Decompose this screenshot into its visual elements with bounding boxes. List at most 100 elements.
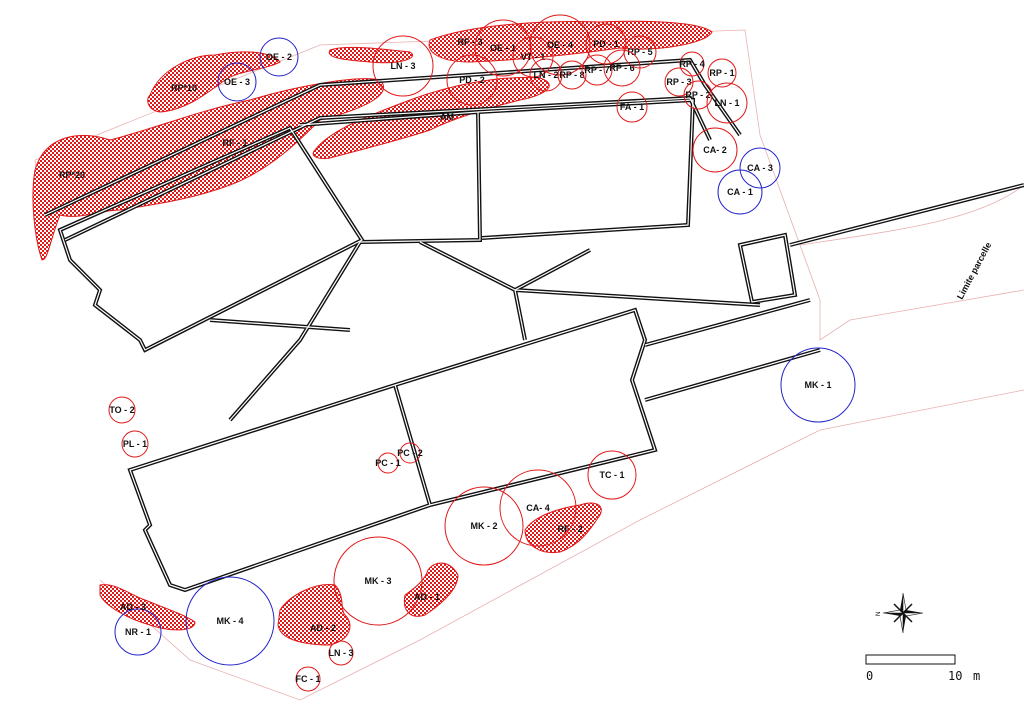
tree-label: PL - 1 [123, 439, 147, 449]
tree-label: CA- 2 [703, 145, 727, 155]
tree-label: RP - 5 [627, 47, 652, 57]
building-inner-lines [44, 59, 1024, 591]
tree-label: LN - 1 [714, 98, 739, 108]
scale-start: 0 [866, 669, 873, 683]
tree-marker: LN - 3 [372, 35, 434, 97]
tree-canopy-circle [372, 35, 434, 97]
tree-canopy-circle [185, 576, 275, 666]
tree-label: MK - 2 [471, 521, 498, 531]
tree-canopy-circle [692, 127, 738, 173]
tree-label: VT - 1 [521, 52, 546, 62]
tree-label: FC - 1 [295, 674, 320, 684]
tree-marker: MK - 3 [333, 536, 423, 626]
tree-label: TC - 1 [599, 470, 624, 480]
parcel-label: Limite parcelle [955, 241, 993, 301]
tree-marker: NR - 1 [114, 608, 162, 656]
tree-label: NR - 1 [125, 627, 151, 637]
tree-marker: OE - 3 [217, 62, 257, 102]
north-arrow-icon: N [876, 592, 924, 634]
vegetation-zone-label: AD - 1 [414, 592, 440, 602]
tree-marker: RP - 7 [581, 54, 613, 86]
tree-canopy-circle [616, 91, 648, 123]
scale-unit: m [973, 669, 980, 683]
tree-marker: FC - 1 [295, 666, 321, 692]
tree-label: TO - 2 [109, 405, 134, 415]
tree-marker: VT - 1 [512, 36, 554, 78]
vegetation-zone-label: RP*10 [171, 83, 197, 93]
compass-north-letter: N [876, 612, 882, 616]
tree-canopy-circle [717, 169, 763, 215]
tree-label: FA - 1 [620, 102, 644, 112]
tree-canopy-circle [603, 49, 641, 87]
tree-marker: LN - 1 [706, 82, 748, 124]
tree-marker: LN - 2 [529, 58, 563, 92]
tree-canopy-circle [707, 58, 737, 88]
tree-canopy-circle [557, 60, 587, 90]
tree-label: RP - 6 [609, 63, 634, 73]
tree-canopy-circle [780, 347, 856, 423]
tree-canopy-circle [581, 54, 613, 86]
tree-canopy-circle [512, 36, 554, 78]
tree-marker: OE - 1 [474, 19, 532, 77]
tree-label: MK - 4 [217, 616, 244, 626]
tree-canopy-circle [529, 58, 563, 92]
tree-label: CA - 1 [727, 187, 753, 197]
tree-canopy-circle [114, 608, 162, 656]
tree-marker: FA - 1 [616, 91, 648, 123]
tree-label: CA- 4 [526, 503, 550, 513]
tree-marker: MK - 1 [780, 347, 856, 423]
vegetation-zone-label: AD - 3 [120, 602, 146, 612]
vegetation-zone-label: AD - 2 [310, 623, 336, 633]
tree-marker: CA - 1 [717, 169, 763, 215]
tree-label: PD - 2 [459, 75, 485, 85]
tree-marker: PD - 2 [446, 54, 498, 106]
vegetation-zone-label: AM [440, 112, 454, 122]
tree-label: RP - 3 [666, 77, 691, 87]
tree-marker: PC - 2 [397, 442, 423, 464]
tree-marker: RP - 8 [557, 60, 587, 90]
tree-label: RP - 2 [685, 90, 710, 100]
tree-canopy-circle [706, 82, 748, 124]
tree-canopy-circle [474, 19, 532, 77]
tree-marker: RP - 4 [679, 51, 705, 77]
vegetation-zone-label: RF - 1 [222, 138, 247, 148]
tree-label: RP - 7 [584, 65, 609, 75]
tree-canopy-circle [121, 430, 149, 458]
vegetation-zone-label: RP*20 [59, 170, 85, 180]
tree-canopy-circle [217, 62, 257, 102]
tree-marker: MK - 2 [444, 486, 524, 566]
tree-label: OE - 1 [490, 43, 516, 53]
tree-label: LN - 3 [390, 61, 415, 71]
tree-label: RP - 4 [679, 59, 704, 69]
tree-marker: MK - 4 [185, 576, 275, 666]
scale-bar: 0 10 m [865, 654, 980, 683]
tree-canopy-circle [444, 486, 524, 566]
tree-canopy-circle [377, 452, 399, 474]
vegetation-zone-label: RF - 3 [457, 37, 482, 47]
tree-canopy-circle [446, 54, 498, 106]
tree-label: OE - 3 [224, 77, 250, 87]
tree-label: MK - 3 [365, 576, 392, 586]
tree-marker: CA- 4 [499, 469, 577, 547]
tree-canopy-circle [739, 147, 781, 189]
tree-label: LN - 3 [328, 648, 353, 658]
scale-end: 10 [948, 669, 962, 683]
tree-label: PC - 2 [397, 448, 423, 458]
tree-canopy-circle [333, 536, 423, 626]
tree-label: PD - 1 [593, 39, 619, 49]
tree-canopy-circle [683, 80, 713, 110]
tree-marker: RP - 6 [603, 49, 641, 87]
tree-canopy-circle [108, 396, 136, 424]
tree-canopy-circle [328, 640, 354, 666]
tree-label: OE - 2 [266, 52, 292, 62]
tree-marker: RP - 2 [683, 80, 713, 110]
tree-canopy-circle [259, 37, 299, 77]
tree-marker: PC - 1 [375, 452, 401, 474]
tree-canopy-circle [499, 469, 577, 547]
tree-canopy-circle [529, 14, 591, 76]
tree-marker: CA- 2 [692, 127, 738, 173]
tree-marker: PL - 1 [121, 430, 149, 458]
